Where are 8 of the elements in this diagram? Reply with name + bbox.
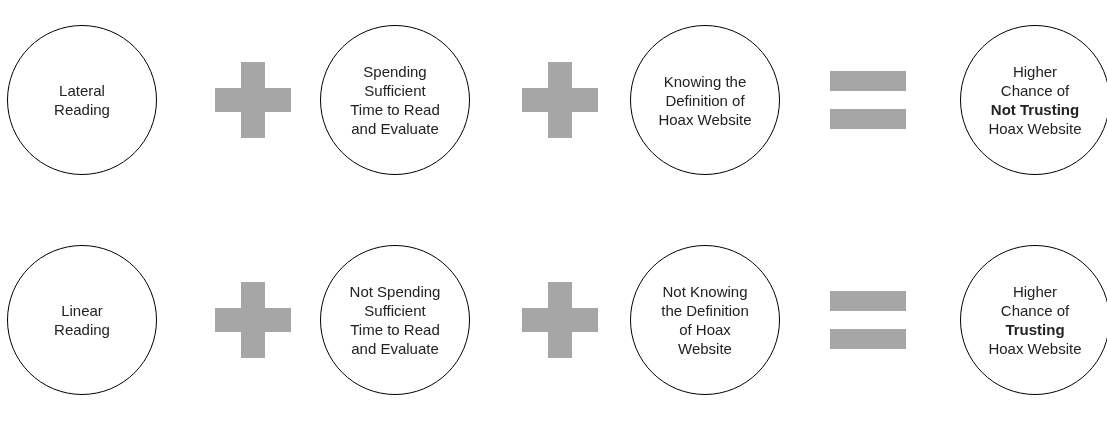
- node-text: Lateral Reading: [53, 81, 111, 119]
- node-text: Not Knowing the Definition of Hoax Website: [660, 282, 750, 358]
- node-text: Higher Chance of Not Trusting Hoax Website: [987, 62, 1083, 138]
- node-text: Not Spending Sufficient Time to Read and Evaluate: [348, 282, 442, 358]
- node-text: Knowing the Definition of Hoax Website: [657, 71, 753, 129]
- node-text: Spending Sufficient Time to Read and Evaluate: [349, 62, 441, 138]
- node-text: Linear Reading: [53, 301, 111, 339]
- node-text: Higher Chance of Trusting Hoax Website: [987, 282, 1083, 358]
